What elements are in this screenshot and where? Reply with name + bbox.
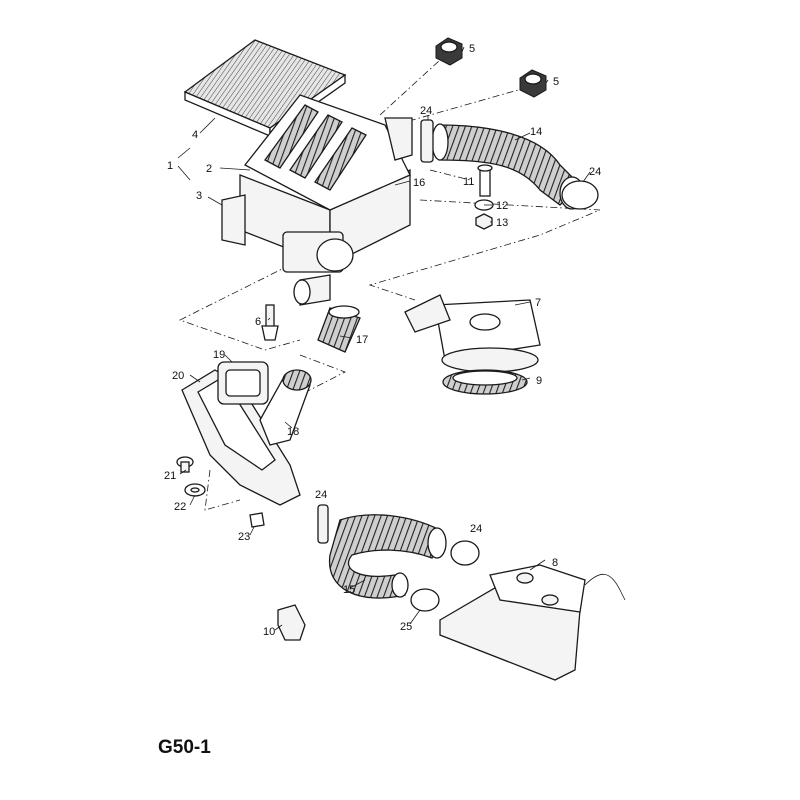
resonator-box bbox=[404, 294, 541, 373]
callout-4: 4 bbox=[192, 129, 198, 141]
hose-clamp-24-top-left bbox=[420, 119, 434, 163]
leader-lines bbox=[177, 46, 591, 631]
duct-elbow bbox=[259, 369, 312, 446]
grommet-upper bbox=[435, 37, 463, 66]
callout-7: 7 bbox=[535, 297, 541, 309]
callout-23: 23 bbox=[238, 531, 250, 543]
hose-clamp-24-top-right bbox=[561, 180, 599, 210]
callout-16: 16 bbox=[413, 177, 425, 189]
callout-9: 9 bbox=[536, 375, 542, 387]
speed-nut bbox=[249, 512, 265, 528]
callout-18: 18 bbox=[287, 426, 299, 438]
callout-5-upper: 5 bbox=[469, 43, 475, 55]
callout-3: 3 bbox=[196, 190, 202, 202]
callout-6: 6 bbox=[255, 316, 261, 328]
resonator-seal bbox=[442, 369, 528, 395]
lower-resonator bbox=[439, 564, 626, 681]
bellows-duct bbox=[317, 305, 361, 353]
callout-24-top-right: 24 bbox=[589, 166, 601, 178]
callout-21: 21 bbox=[164, 470, 176, 482]
hose-clamp-24-right bbox=[450, 540, 480, 566]
callout-1: 1 bbox=[167, 160, 173, 172]
callout-15: 15 bbox=[343, 584, 355, 596]
callout-10: 10 bbox=[263, 626, 275, 638]
intake-hose bbox=[431, 123, 585, 210]
assembly-lines bbox=[178, 59, 601, 511]
callout-19: 19 bbox=[213, 349, 225, 361]
callout-24-top-left: 24 bbox=[420, 105, 432, 117]
callout-8: 8 bbox=[552, 557, 558, 569]
callout-11: 11 bbox=[463, 176, 474, 188]
hose-clamp-24-left bbox=[317, 504, 329, 544]
bolt-washer-nut bbox=[474, 164, 494, 230]
callout-17: 17 bbox=[356, 334, 368, 346]
callout-13: 13 bbox=[496, 217, 508, 229]
callout-24-right: 24 bbox=[470, 523, 482, 535]
mounting-bracket bbox=[277, 604, 306, 641]
clip-washer bbox=[184, 483, 206, 497]
intake-duct bbox=[181, 361, 301, 506]
grommet-lower bbox=[519, 69, 547, 98]
sensor bbox=[261, 304, 279, 341]
callout-20: 20 bbox=[172, 370, 184, 382]
push-clip bbox=[176, 456, 194, 473]
callout-labels: 1 2 3 4 5 5 6 7 8 9 10 11 12 13 14 15 16… bbox=[164, 43, 601, 638]
corrugated-hose bbox=[328, 514, 447, 599]
callout-25: 25 bbox=[400, 621, 412, 633]
callout-12: 12 bbox=[496, 200, 508, 212]
hose-clamp-25 bbox=[410, 588, 440, 612]
callout-2: 2 bbox=[206, 163, 212, 175]
callout-5-lower: 5 bbox=[553, 76, 559, 88]
page-code: G50-1 bbox=[158, 737, 211, 758]
callout-22: 22 bbox=[174, 501, 186, 513]
callout-14: 14 bbox=[530, 126, 542, 138]
callout-24-left: 24 bbox=[315, 489, 327, 501]
air-cleaner-housing bbox=[221, 94, 413, 306]
